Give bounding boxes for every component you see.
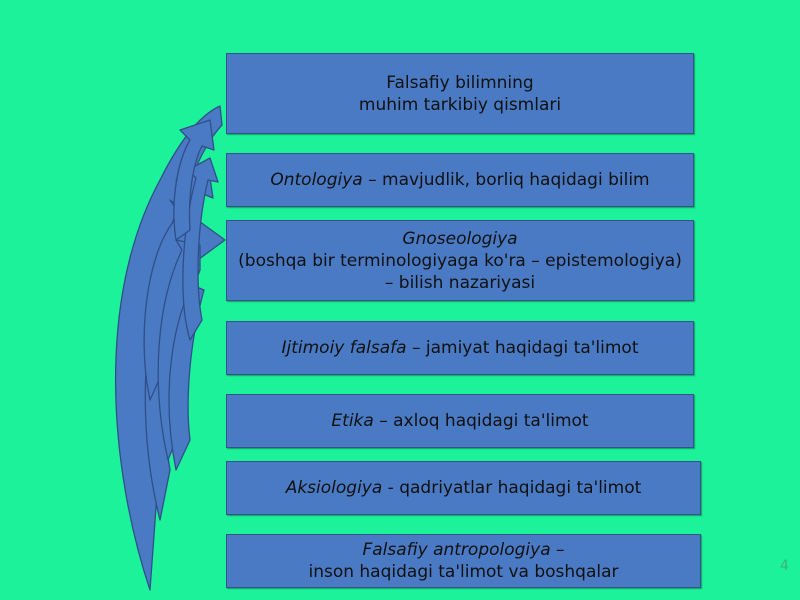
ontologiya-description: – mavjudlik, borliq haqidagi bilim (362, 170, 650, 190)
ijtimoiy-falsafa-box: Ijtimoiy falsafa – jamiyat haqidagi ta'l… (226, 321, 694, 375)
aksiologiya-box: Aksiologiya - qadriyatlar haqidagi ta'li… (226, 461, 701, 515)
ontologiya-box: Ontologiya – mavjudlik, borliq haqidagi … (226, 153, 694, 207)
aksiologiya-description: - qadriyatlar haqidagi ta'limot (382, 478, 642, 498)
title-line-2: muhim tarkibiy qismlari (358, 94, 562, 115)
falsafiy-antropologiya-dash: – (550, 540, 565, 560)
ontologiya-term: Ontologiya (270, 170, 363, 190)
aksiologiya-text: Aksiologiya - qadriyatlar haqidagi ta'li… (286, 477, 642, 499)
falsafiy-antropologiya-box: Falsafiy antropologiya – inson haqidagi … (226, 534, 701, 588)
ijtimoiy-falsafa-term: Ijtimoiy falsafa (281, 338, 407, 358)
gnoseologiya-line-2: (boshqa bir terminologiyaga ko'ra – epis… (238, 250, 682, 271)
etika-term: Etika (331, 411, 374, 431)
title-box: Falsafiy bilimning muhim tarkibiy qismla… (226, 53, 694, 134)
ontologiya-text: Ontologiya – mavjudlik, borliq haqidagi … (270, 169, 649, 191)
gnoseologiya-line-3: – bilish nazariyasi (384, 272, 536, 293)
falsafiy-antropologiya-term: Falsafiy antropologiya (362, 540, 551, 560)
aksiologiya-term: Aksiologiya (285, 478, 383, 498)
etika-box: Etika – axloq haqidagi ta'limot (226, 394, 694, 448)
curved-arrow-5 (182, 157, 219, 341)
falsafiy-antropologiya-heading: Falsafiy antropologiya – (362, 539, 564, 561)
page-number: 4 (780, 558, 789, 574)
etika-description: – axloq haqidagi ta'limot (373, 411, 589, 431)
curved-arrow-6 (173, 119, 215, 241)
title-line-1: Falsafiy bilimning (386, 72, 534, 93)
ijtimoiy-falsafa-description: – jamiyat haqidagi ta'limot (406, 338, 639, 358)
gnoseologiya-term: Gnoseologiya (402, 228, 518, 249)
ijtimoiy-falsafa-text: Ijtimoiy falsafa – jamiyat haqidagi ta'l… (281, 337, 638, 359)
etika-text: Etika – axloq haqidagi ta'limot (331, 410, 588, 432)
gnoseologiya-box: Gnoseologiya (boshqa bir terminologiyaga… (226, 220, 694, 301)
falsafiy-antropologiya-line-2: inson haqidagi ta'limot va boshqalar (308, 562, 619, 582)
